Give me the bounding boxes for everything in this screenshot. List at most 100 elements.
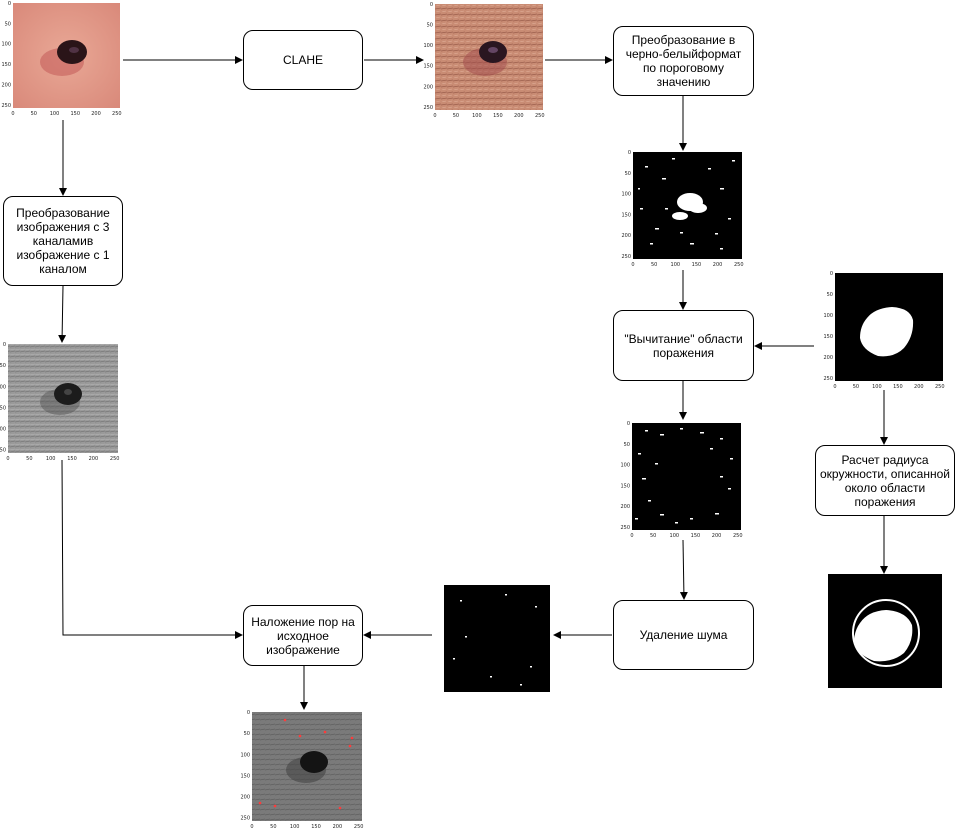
x-tick-label: 200 <box>91 111 101 117</box>
x-tick-label: 250 <box>733 533 743 539</box>
y-tick-label: 200 <box>823 355 833 361</box>
x-tick-label: 100 <box>290 824 300 830</box>
x-tick-label: 0 <box>630 533 633 539</box>
y-tick-label: 150 <box>823 334 833 340</box>
x-tick-label: 0 <box>433 113 436 119</box>
circle-mask-plot <box>828 574 942 688</box>
x-tick-label: 50 <box>650 533 656 539</box>
y-tick-label: 250 <box>240 816 250 822</box>
y-tick-label: 50 <box>244 731 250 737</box>
y-tick-label: 200 <box>1 82 11 88</box>
x-tick-label: 100 <box>671 262 681 268</box>
x-tick-label: 150 <box>691 533 701 539</box>
x-tick-label: 250 <box>354 824 364 830</box>
x-tick-label: 250 <box>935 384 945 390</box>
y-tick-label: 0 <box>627 421 630 427</box>
y-tick-label: 250 <box>621 254 631 260</box>
x-tick-label: 250 <box>734 262 744 268</box>
y-tick-label: 150 <box>0 405 6 411</box>
y-tick-label: 100 <box>0 384 6 390</box>
x-tick-label: 100 <box>670 533 680 539</box>
x-tick-label: 0 <box>11 111 14 117</box>
x-tick-label: 150 <box>311 824 321 830</box>
y-tick-label: 150 <box>620 483 630 489</box>
y-tick-label: 0 <box>3 342 6 348</box>
edge-pores-to-denoise <box>679 539 688 600</box>
lesion-shape <box>860 307 914 357</box>
x-tick-label: 200 <box>914 384 924 390</box>
x-tick-label: 150 <box>893 384 903 390</box>
x-tick-label: 50 <box>853 384 859 390</box>
y-tick-label: 50 <box>625 171 631 177</box>
y-tick-label: 50 <box>427 23 433 29</box>
y-tick-label: 100 <box>240 752 250 758</box>
x-tick-label: 200 <box>89 456 99 462</box>
x-tick-label: 100 <box>872 384 882 390</box>
y-tick-label: 200 <box>240 795 250 801</box>
overlay-node[interactable]: Наложение пор на исходное изображение <box>243 605 363 666</box>
y-tick-label: 200 <box>620 504 630 510</box>
y-tick-label: 250 <box>620 525 630 531</box>
x-tick-label: 50 <box>26 456 32 462</box>
y-tick-label: 0 <box>628 150 631 156</box>
x-tick-label: 250 <box>112 111 122 117</box>
x-tick-label: 0 <box>833 384 836 390</box>
denoised-speckles <box>453 594 537 686</box>
y-tick-label: 0 <box>8 1 11 7</box>
y-tick-label: 50 <box>624 442 630 448</box>
lesion-spot <box>300 751 328 773</box>
y-tick-label: 100 <box>620 463 630 469</box>
x-tick-label: 100 <box>50 111 60 117</box>
x-tick-label: 150 <box>71 111 81 117</box>
to-one-channel-node[interactable]: Преобразование изображения с 3 каналамив… <box>3 196 123 286</box>
x-tick-label: 50 <box>270 824 276 830</box>
clahe-node[interactable]: CLAHE <box>243 30 363 90</box>
circumscribed-circle <box>852 599 920 667</box>
edge-gray-to-overlay <box>61 459 243 639</box>
y-tick-label: 50 <box>0 363 6 369</box>
x-tick-label: 0 <box>631 262 634 268</box>
subtract-node[interactable]: "Вычитание" области поражения <box>613 310 754 381</box>
denoised-pores-plot <box>444 585 550 692</box>
x-tick-label: 250 <box>110 456 120 462</box>
x-tick-label: 200 <box>713 262 723 268</box>
y-tick-label: 100 <box>621 192 631 198</box>
x-tick-label: 100 <box>472 113 482 119</box>
x-tick-label: 150 <box>67 456 77 462</box>
y-tick-label: 250 <box>423 105 433 111</box>
y-tick-label: 150 <box>240 773 250 779</box>
x-tick-label: 50 <box>31 111 37 117</box>
pores-area <box>632 423 741 530</box>
x-tick-label: 50 <box>453 113 459 119</box>
radius-node[interactable]: Расчет радиуса окружности, описанной око… <box>815 445 955 516</box>
y-tick-label: 250 <box>823 376 833 382</box>
x-tick-label: 0 <box>250 824 253 830</box>
to-bw-node[interactable]: Преобразование в черно-белыйформат по по… <box>613 26 754 96</box>
pores-plot: 0 0 50 50 100 100 150 150 200 200 250 250 <box>620 421 743 539</box>
y-tick-label: 0 <box>247 710 250 716</box>
y-tick-label: 150 <box>1 62 11 68</box>
x-tick-label: 50 <box>651 262 657 268</box>
y-tick-label: 150 <box>621 212 631 218</box>
x-tick-label: 0 <box>6 456 9 462</box>
y-tick-label: 50 <box>5 21 11 27</box>
y-tick-label: 200 <box>423 84 433 90</box>
y-tick-label: 100 <box>1 42 11 48</box>
pore-markers <box>258 718 354 810</box>
y-tick-label: 50 <box>827 292 833 298</box>
threshold-speckles <box>638 158 735 250</box>
denoise-label: Удаление шума <box>639 628 728 642</box>
x-tick-label: 200 <box>712 533 722 539</box>
x-tick-label: 100 <box>46 456 56 462</box>
y-tick-label: 0 <box>430 2 433 8</box>
clahe-label: CLAHE <box>282 53 323 67</box>
lesion-shape <box>854 610 913 662</box>
y-tick-label: 250 <box>0 448 6 454</box>
pore-speckles <box>635 428 733 524</box>
radius-label: Расчет радиуса окружности, описанной око… <box>820 452 950 509</box>
denoise-node[interactable]: Удаление шума <box>613 600 754 670</box>
